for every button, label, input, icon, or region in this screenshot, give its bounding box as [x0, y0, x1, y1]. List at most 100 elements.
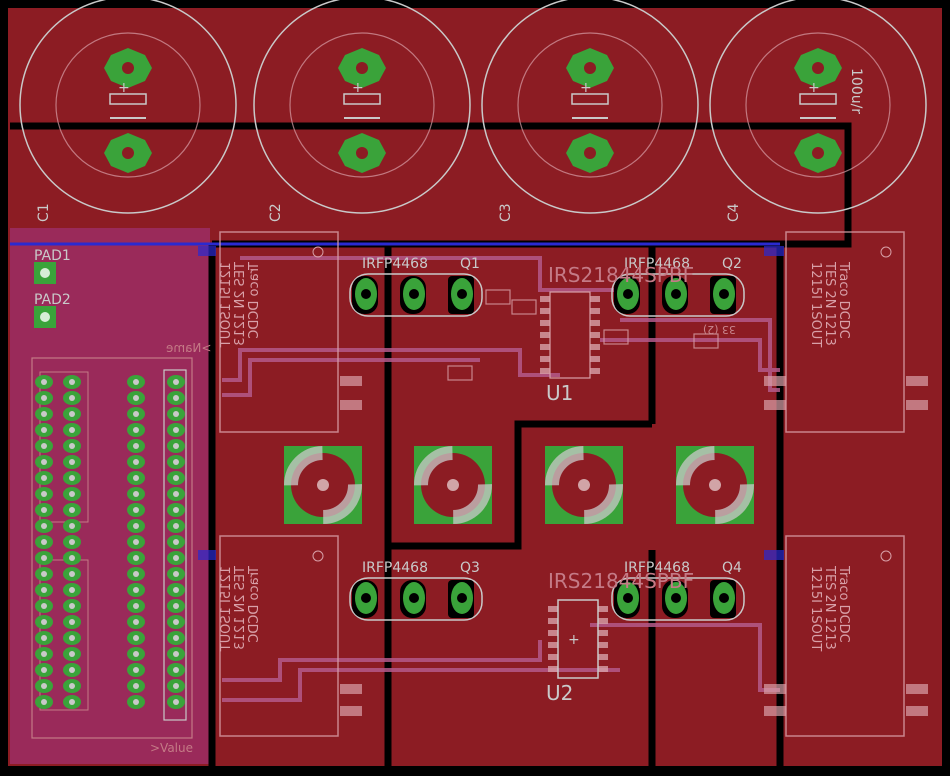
header-pin-hole [69, 619, 75, 625]
header-pin-hole [133, 491, 139, 497]
capacitor-label: C1 [36, 203, 52, 222]
pad-label: PAD2 [34, 292, 71, 308]
header-pin-hole [41, 539, 47, 545]
header-pin-hole [69, 427, 75, 433]
header-pin-hole [69, 475, 75, 481]
header-pin-hole [69, 587, 75, 593]
value-label: >Value [150, 741, 193, 755]
mosfet-q3: IRFP4468 Q3 [349, 560, 483, 621]
test-pad-group: PAD1 PAD2 [34, 248, 71, 328]
capacitor-value: 100u/r [848, 68, 864, 114]
dcdc-text-2: TES 2N 1213 [233, 261, 248, 346]
header-pin-hole [41, 379, 47, 385]
header-pin-hole [173, 635, 179, 641]
header-pin-hole [41, 507, 47, 513]
mosfet-q2: IRFP4468 Q2 [611, 256, 745, 317]
header-pin-hole [41, 635, 47, 641]
header-pin-hole [133, 475, 139, 481]
header-pin-hole [173, 699, 179, 705]
dcdc-text-3: 1215I 1SOUT [219, 566, 234, 651]
screw-pad-1 [284, 446, 362, 524]
header-pin-hole [41, 491, 47, 497]
capacitor-c3: + C3 [481, 0, 699, 222]
test-pad-1: PAD1 [34, 248, 71, 284]
capacitor-label: C2 [268, 203, 284, 222]
header-pin-hole [173, 587, 179, 593]
capacitor-label: C3 [498, 203, 514, 222]
header-pin-hole [133, 587, 139, 593]
header-pin-hole [133, 635, 139, 641]
header-pin-hole [133, 571, 139, 577]
header-pin-hole [133, 379, 139, 385]
name-label: >Name [166, 341, 211, 355]
header-pin-hole [69, 555, 75, 561]
header-pin-hole [133, 603, 139, 609]
header-pin-hole [133, 411, 139, 417]
header-pin-hole [173, 395, 179, 401]
driver-ref: U1 [546, 381, 573, 405]
driver-ic-u2: + IRS21844SPBF U2 [546, 569, 694, 705]
header-pin-hole [133, 555, 139, 561]
mosfet-part: IRFP4468 [362, 256, 428, 272]
header-pin-hole [41, 603, 47, 609]
dcdc-text-3: 1215I 1SOUT [219, 262, 234, 347]
svg-text:+: + [580, 80, 592, 96]
driver-part: IRS21844SPBF [548, 569, 694, 593]
svg-text:+: + [808, 80, 820, 96]
capacitor-small-label: 33 (2) [703, 323, 736, 336]
header-pin-hole [69, 603, 75, 609]
header-pin-hole [41, 571, 47, 577]
test-pad-2: PAD2 [34, 292, 71, 328]
svg-text:+: + [352, 80, 364, 96]
driver-ref: U2 [546, 681, 573, 705]
driver-ic-u1: IRS21844SPBF U1 [540, 263, 694, 405]
header-pin-hole [173, 411, 179, 417]
header-pin-hole [173, 651, 179, 657]
header-pin-hole [173, 379, 179, 385]
header-pin-hole [69, 699, 75, 705]
mosfet-ref: Q1 [460, 256, 480, 272]
header-pin-hole [69, 379, 75, 385]
header-pin-hole [133, 683, 139, 689]
header-pin-hole [41, 459, 47, 465]
screw-pad-group [284, 446, 754, 524]
header-pin-hole [133, 523, 139, 529]
capacitor-c2: + C2 [253, 0, 471, 222]
dcdc-text-2: TES 2N 1213 [822, 261, 837, 346]
copper-isolation-lines [10, 122, 852, 766]
screw-pad-2 [414, 446, 492, 524]
mosfet-ref: Q2 [722, 256, 742, 272]
dcdc-text-1: Traco DCDC [836, 261, 851, 339]
signal-traces [10, 242, 784, 560]
mosfet-part: IRFP4468 [624, 560, 690, 576]
header-pin-hole [41, 555, 47, 561]
header-pin-hole [41, 619, 47, 625]
header-pin-hole [133, 651, 139, 657]
header-pin-hole [41, 667, 47, 673]
mosfet-q1: IRFP4468 Q1 [349, 256, 483, 317]
header-pin-hole [41, 683, 47, 689]
mosfet-ref: Q4 [722, 560, 742, 576]
header-pin-hole [41, 651, 47, 657]
header-pin-hole [173, 619, 179, 625]
header-pin-hole [133, 539, 139, 545]
header-pin-hole [69, 539, 75, 545]
header-pin-hole [69, 507, 75, 513]
header-pin-hole [41, 395, 47, 401]
header-pin-hole [69, 635, 75, 641]
dcdc-text-2: TES 2N 1213 [233, 565, 248, 650]
dcdc-module-4: Traco DCDC TES 2N 1213 1215I 1SOUT [764, 535, 928, 737]
capacitor-row: + C1 + C2 + C3 [19, 0, 927, 222]
header-pin-hole [133, 459, 139, 465]
smd-components: 33 (2) [447, 289, 736, 381]
header-pin-hole [69, 683, 75, 689]
header-pin-hole [69, 667, 75, 673]
dcdc-module-2: Traco DCDC TES 2N 1213 1215I 1SOUT [764, 231, 928, 433]
dcdc-text-1: Traco DCDC [247, 261, 262, 339]
dcdc-text-3: 1215I 1SOUT [808, 262, 823, 347]
header-pin-hole [69, 523, 75, 529]
capacitor-label: C4 [726, 203, 742, 222]
header-pins [35, 375, 185, 709]
dcdc-text-3: 1215I 1SOUT [808, 566, 823, 651]
header-pin-hole [173, 475, 179, 481]
